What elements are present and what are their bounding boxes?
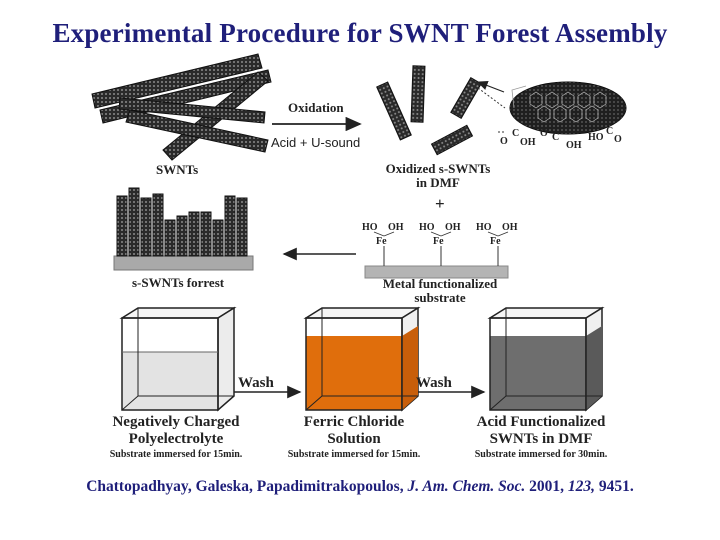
metal-substrate-label: Metal functionalized substrate	[360, 265, 520, 305]
swnt-forest	[113, 187, 254, 271]
metal-label-line2: substrate	[414, 290, 466, 305]
ho-label-a: HO	[362, 222, 378, 233]
metal-label-line1: Metal functionalized	[382, 276, 498, 291]
beaker-2-liquid	[306, 336, 402, 410]
citation: Chattopadhyay, Galeska, Papadimitrakopou…	[0, 478, 720, 496]
acid-usound-label: Acid + U-sound	[271, 135, 361, 150]
oxidized-tubes	[376, 65, 506, 156]
oxidized-label: Oxidized s-SWNTs in DMF	[378, 162, 498, 190]
forest-label: s-SWNTs forrest	[132, 275, 225, 290]
wash-label-2: Wash	[416, 375, 452, 391]
beaker-1	[119, 306, 237, 412]
swnts-label: SWNTs	[156, 162, 199, 177]
beaker-2-title-line1: Ferric Chloride	[303, 414, 405, 430]
beaker-1-caption: Negatively Charged Polyelectrolyte Subst…	[86, 414, 266, 461]
beaker-3-title-line2: SWNTs in DMF	[489, 431, 593, 447]
oh-label-b: OH	[445, 222, 461, 233]
o-label-2: O	[540, 128, 548, 139]
fe-label-c: Fe	[490, 236, 501, 247]
beaker-2-caption: Ferric Chloride Solution Substrate immer…	[264, 414, 444, 461]
o-label-1: O	[500, 136, 508, 147]
swnt-bundle	[91, 53, 272, 161]
citation-authors: Chattopadhyay, Galeska, Papadimitrakopou…	[86, 478, 404, 495]
ho-label-b: HO	[419, 222, 435, 233]
oxidized-label-line2: in DMF	[416, 175, 460, 190]
beaker-1-title-line1: Negatively Charged	[112, 414, 240, 430]
beaker-2	[303, 306, 421, 412]
beaker-1-liquid	[122, 352, 218, 410]
ho-label: HO	[588, 132, 604, 143]
plus-sign: +	[435, 194, 445, 213]
beaker-3-note: Substrate immersed for 30min.	[474, 449, 608, 460]
beaker-3	[487, 306, 605, 412]
fe-label-b: Fe	[433, 236, 444, 247]
beaker-3-caption: Acid Functionalized SWNTs in DMF Substra…	[446, 414, 636, 461]
wash-label-1: Wash	[238, 375, 274, 391]
beaker-3-title-line1: Acid Functionalized	[476, 414, 606, 430]
citation-journal: J. Am. Chem. Soc.	[407, 478, 526, 495]
c-label-2: C	[552, 132, 560, 143]
beaker-3-liquid	[490, 336, 586, 410]
citation-volume: 123,	[567, 478, 596, 495]
beaker-1-title-line2: Polyelectrolyte	[128, 431, 224, 447]
oxidation-label: Oxidation	[288, 100, 344, 115]
oh-label-1: OH	[520, 137, 536, 148]
metal-substrate	[364, 231, 509, 279]
beaker-2-title-line2: Solution	[327, 431, 381, 447]
beaker-1-note: Substrate immersed for 15min.	[109, 449, 243, 460]
oh-label-a: OH	[388, 222, 404, 233]
citation-year: 2001,	[529, 478, 565, 495]
ho-label-c: HO	[476, 222, 492, 233]
o-label-3: O	[614, 134, 622, 145]
fe-label-a: Fe	[376, 236, 387, 247]
nanotube-closeup	[476, 80, 627, 135]
c-label-1: C	[512, 128, 520, 139]
citation-pages: 9451.	[598, 478, 634, 495]
oh-label-c: OH	[502, 222, 518, 233]
c-label-3: C	[606, 126, 614, 137]
slide-title: Experimental Procedure for SWNT Forest A…	[52, 18, 668, 48]
oh-label-2: OH	[566, 140, 582, 151]
oxidized-label-line1: Oxidized s-SWNTs	[385, 161, 491, 176]
beaker-2-note: Substrate immersed for 15min.	[287, 449, 421, 460]
